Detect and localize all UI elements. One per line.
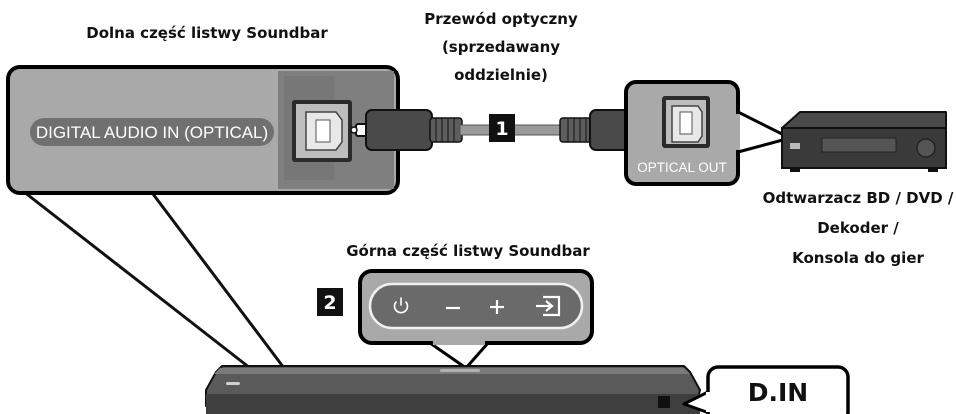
device-label-line2: Dekoder / [817, 219, 899, 237]
digital-audio-in-pill [30, 118, 274, 146]
volume-up-button[interactable] [483, 292, 511, 320]
soundbar [205, 365, 701, 414]
top-button-strip [368, 282, 584, 330]
display-window [658, 396, 670, 408]
power-button[interactable] [387, 292, 415, 320]
callout-line-left-inner [18, 186, 251, 370]
step-1-badge [489, 114, 515, 142]
digital-audio-in-label: DIGITAL AUDIO IN (OPTICAL) [36, 123, 268, 142]
device-label-line1: Odtwarzacz BD / DVD / [763, 189, 954, 207]
display-callout: D.IN [682, 365, 850, 414]
device-optical-out-panel: OPTICAL OUT [624, 80, 792, 186]
step-2-badge [317, 288, 343, 316]
bottom-part-label: Dolna część listwy Soundbar [86, 24, 328, 42]
source-icon [536, 295, 561, 317]
cable-label-line1: Przewód optyczny [424, 10, 578, 28]
soundbar-bottom-panel: DIGITAL AUDIO IN (OPTICAL) [6, 65, 400, 195]
soundbar-top-panel [358, 269, 594, 370]
cable-label-line3: oddzielnie) [454, 66, 548, 84]
plus-icon [490, 300, 504, 314]
display-mode-text: D.IN [748, 378, 808, 407]
step-2-number: 2 [323, 292, 336, 314]
soundbar-led [226, 382, 240, 385]
device-label-line3: Konsola do gier [792, 249, 924, 267]
bd-dvd-player [781, 111, 947, 172]
cable-label-line2: (sprzedawany [442, 38, 560, 56]
callout-line-left [148, 189, 286, 369]
power-icon [393, 297, 409, 314]
top-part-label: Górna część listwy Soundbar [346, 242, 590, 260]
volume-down-button[interactable] [440, 292, 468, 320]
optical-out-label: OPTICAL OUT [637, 160, 727, 175]
step-1-number: 1 [495, 118, 508, 140]
source-button[interactable] [533, 290, 565, 322]
